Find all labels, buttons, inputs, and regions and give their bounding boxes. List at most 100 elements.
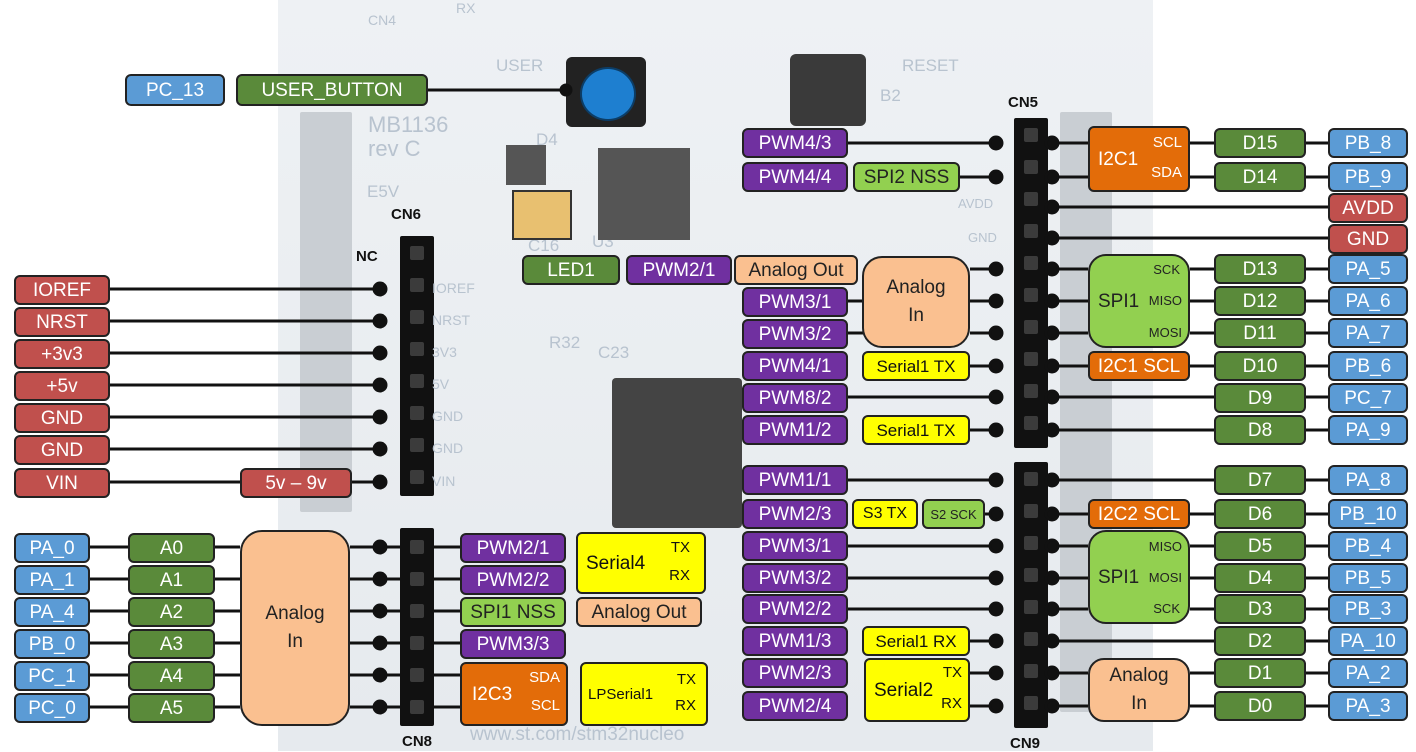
i2c1-text: I2C1 (1098, 150, 1138, 169)
cn5-pwm2-1: PWM2/1 (626, 255, 732, 285)
arduino-a4: A4 (128, 661, 215, 691)
arduino-a2: A2 (128, 597, 215, 627)
user-button-label: USER_BUTTON (236, 74, 428, 106)
cn9-spi1-sck: SCK (1153, 602, 1180, 615)
header-pin (1024, 536, 1038, 550)
arduino-d10: D10 (1214, 351, 1306, 381)
header-pin (410, 246, 424, 260)
i2c3-scl: SCL (531, 698, 560, 713)
header-pin (410, 470, 424, 484)
port-pb6: PB_6 (1328, 351, 1408, 381)
arduino-d15: D15 (1214, 128, 1306, 158)
led1-label: LED1 (522, 255, 620, 285)
cn9-pwm2-3-b: PWM2/3 (742, 658, 848, 688)
header-pin (410, 572, 424, 586)
serial2-text: Serial2 (874, 681, 933, 700)
cn9-spi1-mosi: MOSI (1149, 571, 1182, 584)
cn9-serial1-rx: Serial1 RX (862, 626, 970, 656)
spi1-miso: MISO (1149, 294, 1182, 307)
cn9-pwm1-3: PWM1/3 (742, 626, 848, 656)
port-pc7: PC_7 (1328, 383, 1408, 413)
arduino-a0: A0 (128, 533, 215, 563)
header-pin (410, 636, 424, 650)
cn5-serial1-tx-b: Serial1 TX (862, 415, 970, 445)
cn5-analog-in: Analog In (862, 256, 970, 348)
cn9-pwm3-2: PWM3/2 (742, 563, 848, 593)
port-pa5: PA_5 (1328, 254, 1408, 284)
header-pin (410, 310, 424, 324)
cn5-pwm4-1: PWM4/1 (742, 351, 848, 381)
cn5-pwm1-2: PWM1/2 (742, 415, 848, 445)
header-pin (1024, 416, 1038, 430)
cn5-spi2-nss: SPI2 NSS (853, 162, 960, 192)
port-pa4: PA_4 (14, 597, 90, 627)
arduino-d14: D14 (1214, 162, 1306, 192)
arduino-a1: A1 (128, 565, 215, 595)
power-avdd: AVDD (1328, 193, 1408, 223)
arduino-d1: D1 (1214, 658, 1306, 688)
header-pin (410, 278, 424, 292)
silk-vin: VIN (432, 473, 455, 489)
cn9-pwm1-1: PWM1/1 (742, 465, 848, 495)
cn9-pwm2-2: PWM2/2 (742, 594, 848, 624)
header-pin (1024, 664, 1038, 678)
spi1-text: SPI1 (1098, 292, 1139, 311)
silk-gnd-1: GND (432, 408, 463, 424)
header-pin (1024, 256, 1038, 270)
arduino-d11: D11 (1214, 318, 1306, 348)
spi1-sck: SCK (1153, 263, 1180, 276)
power-gnd-3: GND (1328, 224, 1408, 254)
header-pin (1024, 384, 1038, 398)
cn5-pwm3-2: PWM3/2 (742, 319, 848, 349)
arduino-d12: D12 (1214, 286, 1306, 316)
port-pc13: PC_13 (125, 74, 225, 106)
power-5v: +5v (14, 371, 110, 401)
header-pin (1024, 472, 1038, 486)
cn9-spi1-text: SPI1 (1098, 568, 1139, 587)
silk-3v3: 3V3 (432, 344, 457, 360)
header-pin (410, 604, 424, 618)
cn8-analog-in: Analog In (240, 530, 350, 726)
port-pb4: PB_4 (1328, 531, 1408, 561)
arduino-d4: D4 (1214, 563, 1306, 593)
arduino-a5: A5 (128, 693, 215, 723)
silk-5v: 5V (432, 376, 449, 392)
port-pa2: PA_2 (1328, 658, 1408, 688)
serial2-rx: RX (941, 696, 962, 711)
header-pin (410, 374, 424, 388)
cn5-analog-out: Analog Out (734, 255, 858, 285)
header-pin (1024, 352, 1038, 366)
arduino-d7: D7 (1214, 465, 1306, 495)
header-pin (1024, 160, 1038, 174)
header-pin (410, 438, 424, 452)
cn8-lpserial1: LPSerial1 TX RX (580, 662, 708, 726)
port-pa10: PA_10 (1328, 626, 1408, 656)
arduino-d13: D13 (1214, 254, 1306, 284)
lpserial1-tx: TX (677, 672, 696, 687)
port-pb0: PB_0 (14, 629, 90, 659)
header-pin (1024, 128, 1038, 142)
cn8-pwm2-1: PWM2/1 (460, 533, 566, 563)
serial2-tx: TX (943, 665, 962, 680)
cn8-i2c3: I2C3 SDA SCL (460, 662, 568, 726)
header-pin (1024, 696, 1038, 710)
header-pin (1024, 320, 1038, 334)
arduino-a3: A3 (128, 629, 215, 659)
i2c3-text: I2C3 (472, 685, 512, 704)
vin-range: 5v – 9v (240, 468, 352, 498)
header-pin (1024, 632, 1038, 646)
serial4-rx: RX (669, 568, 690, 583)
cn9-spi1-miso: MISO (1149, 540, 1182, 553)
power-vin: VIN (14, 468, 110, 498)
power-gnd-1: GND (14, 403, 110, 433)
i2c3-sda: SDA (529, 670, 560, 685)
cn5-pwm4-3: PWM4/3 (742, 128, 848, 158)
cn9-s3-tx: S3 TX (852, 499, 918, 529)
cn5-pwm4-4: PWM4/4 (742, 162, 848, 192)
cn8-pwm2-2: PWM2/2 (460, 565, 566, 595)
power-gnd-2: GND (14, 435, 110, 465)
cn5-pwm8-2: PWM8/2 (742, 383, 848, 413)
port-pa9: PA_9 (1328, 415, 1408, 445)
spi1-mosi: MOSI (1149, 326, 1182, 339)
